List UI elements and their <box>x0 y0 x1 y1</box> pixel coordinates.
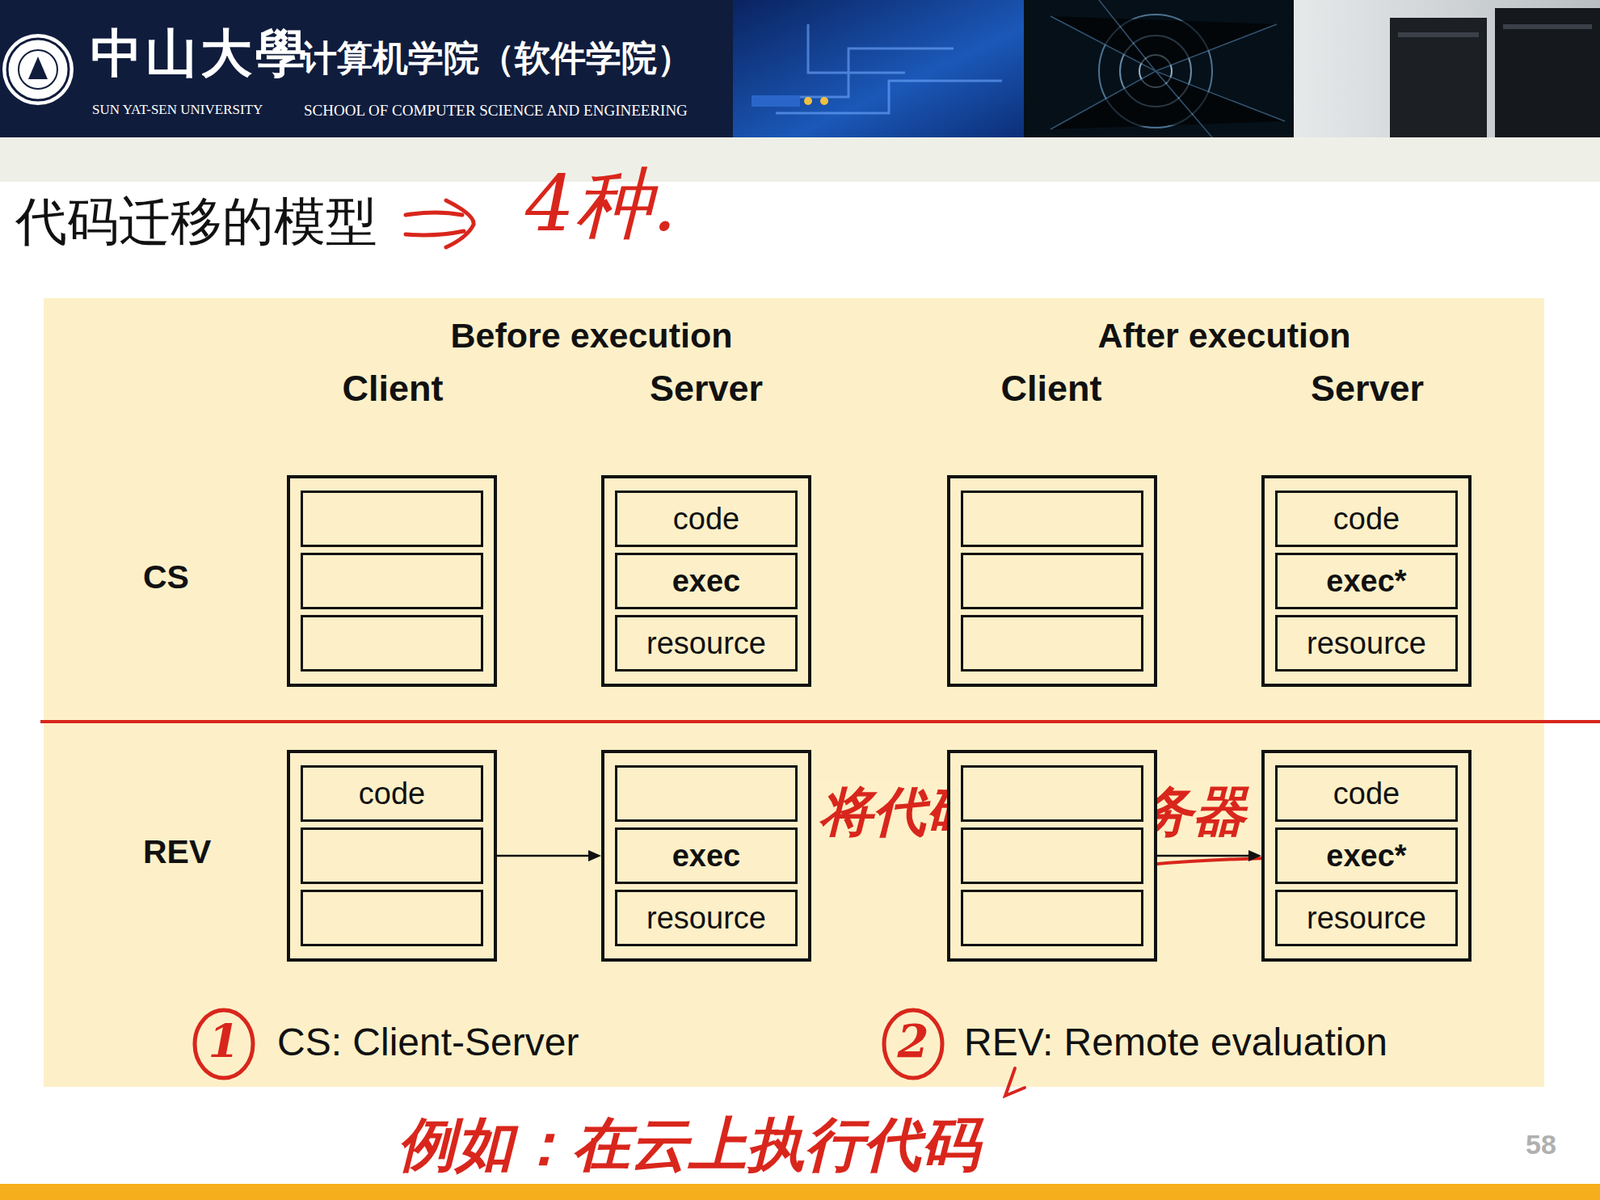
flow-arrow <box>1157 850 1262 862</box>
slot-box: resource <box>614 614 798 672</box>
handwritten-divider-line <box>40 720 1600 724</box>
box-text: resource <box>646 901 767 936</box>
host-box: code exec* resource <box>1261 475 1472 687</box>
phase-heading: After execution <box>1097 316 1351 355</box>
slot-box: resource <box>1275 889 1458 947</box>
slot-box: exec <box>614 552 798 610</box>
box-text: code <box>1333 776 1400 812</box>
handwritten-implies-arrow <box>405 200 474 248</box>
empty-slot <box>300 490 484 548</box>
host-box <box>286 475 497 687</box>
slot-box: exec <box>614 827 798 885</box>
arrow-line <box>496 854 590 858</box>
row-heading: REV <box>143 833 211 871</box>
host-box <box>947 475 1158 687</box>
empty-slot <box>960 765 1144 822</box>
callout-number: 1 <box>208 1016 240 1067</box>
handwritten-note: 4种. <box>525 161 678 248</box>
box-text: code <box>1333 501 1400 537</box>
handwritten-circle <box>884 1010 943 1078</box>
arrow-head <box>1248 850 1262 862</box>
host-box <box>947 749 1158 962</box>
header-server-room-image <box>1293 0 1600 138</box>
empty-slot <box>960 827 1144 885</box>
host-box: exec resource <box>601 749 812 962</box>
host-box: code exec* resource <box>1261 749 1472 962</box>
university-name: 中山大學 <box>90 25 311 83</box>
box-text: code <box>673 501 740 537</box>
slot-box: code <box>1275 765 1458 822</box>
arrow-line <box>1157 854 1251 858</box>
column-heading: Client <box>1000 368 1102 409</box>
box-text: resource <box>1306 626 1427 662</box>
empty-slot <box>960 614 1144 672</box>
empty-slot <box>960 552 1144 610</box>
handwritten-tick <box>1005 1068 1025 1096</box>
box-text: resource <box>1306 901 1427 936</box>
footer-bar <box>0 1183 1600 1200</box>
header-circuit-image <box>732 0 1024 138</box>
school-name: 计算机学院（软件学院） <box>301 38 693 78</box>
empty-slot <box>300 827 484 885</box>
caption-text: REV: Remote evaluation <box>964 1021 1388 1065</box>
row-heading: CS <box>143 559 190 596</box>
handwritten-note: 例如：在云上执行代码 <box>397 1111 980 1176</box>
empty-slot <box>960 889 1144 947</box>
box-text: code <box>358 776 426 812</box>
university-logo <box>2 33 74 106</box>
content-panel <box>43 298 1545 1087</box>
caption-text: CS: Client-Server <box>277 1021 579 1065</box>
empty-slot <box>300 552 484 610</box>
header-band <box>0 0 733 138</box>
column-heading: Client <box>341 368 443 409</box>
callout-number: 2 <box>897 1016 930 1067</box>
slot-box: exec* <box>1275 552 1458 610</box>
university-name-en: SUN YAT-SEN UNIVERSITY <box>92 102 263 118</box>
box-text: exec* <box>1326 838 1407 874</box>
slot-box: code <box>614 490 798 548</box>
empty-slot <box>300 889 484 947</box>
slot-box: exec* <box>1275 827 1458 885</box>
slot-box: resource <box>1275 614 1458 672</box>
phase-heading: Before execution <box>450 316 733 355</box>
column-heading: Server <box>1310 368 1424 409</box>
slot-box: resource <box>614 889 798 947</box>
flow-arrow <box>496 850 602 862</box>
handwritten-underline <box>1148 858 1266 865</box>
column-heading: Server <box>649 368 763 409</box>
header-strip <box>0 137 1600 182</box>
handwritten-circle <box>194 1010 253 1078</box>
slot-box: code <box>1275 490 1458 548</box>
empty-slot <box>300 614 484 672</box>
box-text: exec <box>672 838 742 874</box>
host-box: code <box>286 749 497 962</box>
host-box: code exec resource <box>601 475 812 687</box>
box-text: resource <box>646 626 767 662</box>
box-text: exec <box>672 564 742 599</box>
box-text: exec* <box>1326 564 1407 599</box>
empty-slot <box>960 490 1144 548</box>
header-network-image <box>1023 0 1294 138</box>
arrow-head <box>588 850 602 862</box>
page-number: 58 <box>1525 1129 1557 1160</box>
empty-slot <box>614 765 798 822</box>
school-name-en: SCHOOL OF COMPUTER SCIENCE AND ENGINEERI… <box>303 102 688 120</box>
slot-box: code <box>300 765 484 822</box>
slide-title: 代码迁移的模型 <box>15 193 378 251</box>
